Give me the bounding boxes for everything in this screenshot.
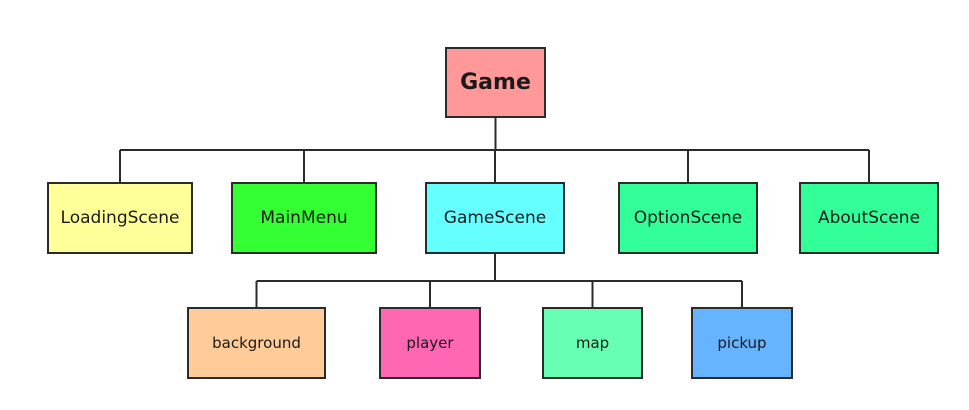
node-game-scene: GameScene xyxy=(425,182,565,254)
node-game-scene-label: GameScene xyxy=(443,208,547,228)
node-player: player xyxy=(379,307,481,379)
node-pickup: pickup xyxy=(691,307,793,379)
node-game: Game xyxy=(445,47,546,118)
node-map: map xyxy=(542,307,643,379)
node-background: background xyxy=(187,307,326,379)
node-map-label: map xyxy=(575,334,610,352)
node-loading-scene-label: LoadingScene xyxy=(60,208,180,228)
node-option-scene: OptionScene xyxy=(618,182,758,254)
node-option-scene-label: OptionScene xyxy=(633,208,743,228)
node-loading-scene: LoadingScene xyxy=(47,182,193,254)
node-main-menu: MainMenu xyxy=(231,182,377,254)
node-game-label: Game xyxy=(460,70,531,95)
node-player-label: player xyxy=(406,334,454,352)
node-about-scene-label: AboutScene xyxy=(817,208,921,228)
node-background-label: background xyxy=(212,334,301,352)
node-about-scene: AboutScene xyxy=(799,182,939,254)
node-pickup-label: pickup xyxy=(717,334,767,352)
node-main-menu-label: MainMenu xyxy=(260,208,348,228)
